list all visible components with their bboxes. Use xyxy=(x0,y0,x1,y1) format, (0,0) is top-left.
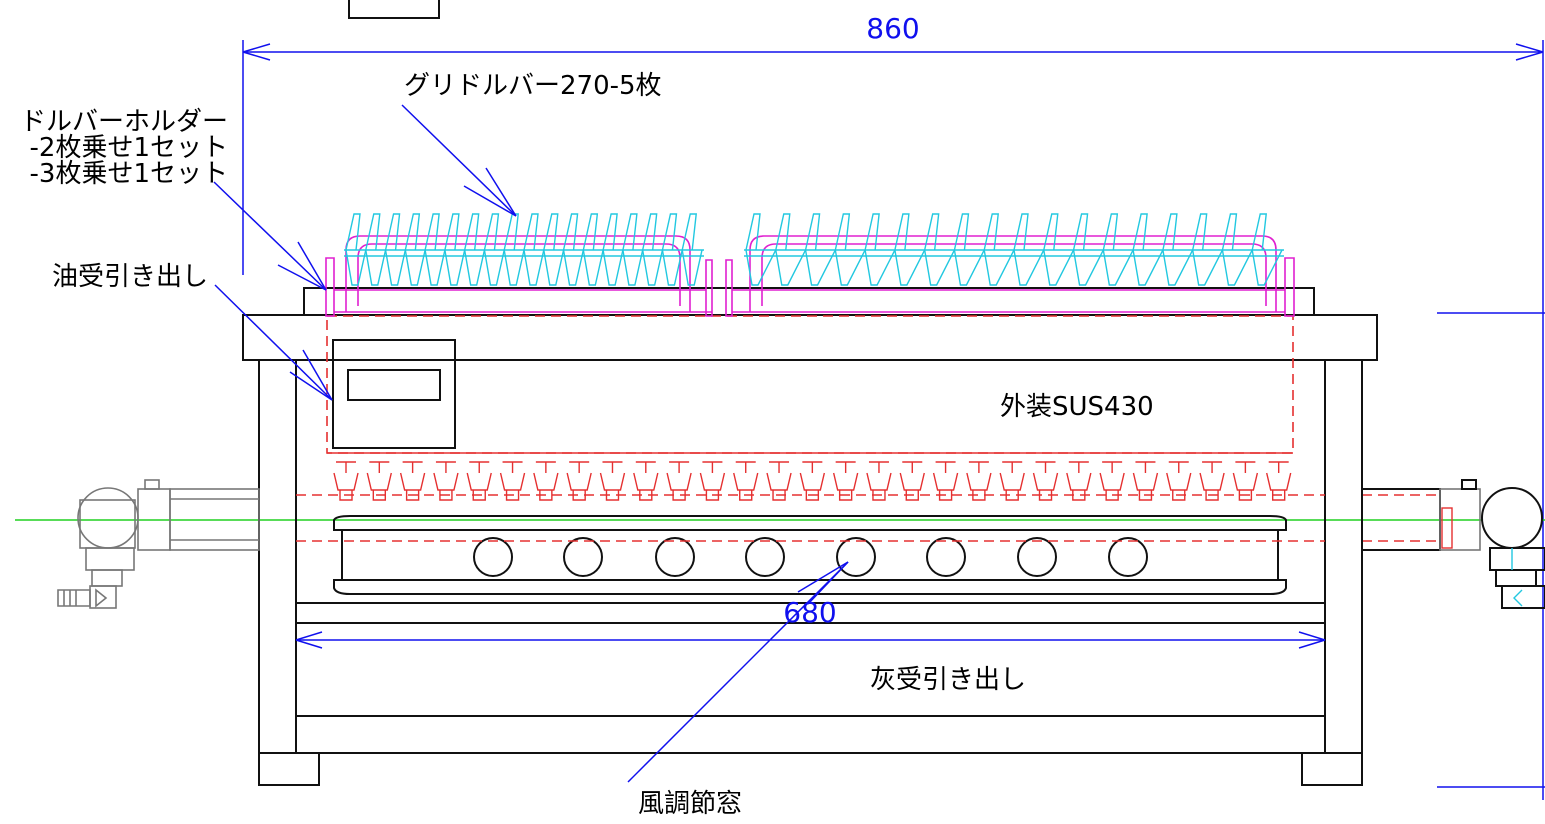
main-body xyxy=(242,287,1378,786)
griddle-bar-rail xyxy=(744,249,1284,257)
right-valve-assembly xyxy=(1361,479,1545,609)
grate-tick xyxy=(366,461,392,501)
grate-tick xyxy=(932,461,959,501)
grate-tick xyxy=(566,461,592,501)
griddle-tooth xyxy=(365,213,387,286)
griddle-tooth xyxy=(345,213,367,286)
griddle-tooth xyxy=(1191,213,1224,286)
griddle-tooth xyxy=(1102,213,1134,286)
griddle-tooth xyxy=(424,213,446,286)
griddle-tooth xyxy=(463,213,486,286)
griddle-holders xyxy=(325,235,1295,317)
griddle-bars xyxy=(344,213,1284,286)
griddle-tooth xyxy=(1072,213,1104,286)
grate-tick xyxy=(499,461,526,501)
air-windows xyxy=(473,537,1148,577)
label-air-window: 風調節窓 xyxy=(638,789,742,819)
griddle-tooth xyxy=(804,213,836,286)
griddle-tooth xyxy=(602,213,624,286)
griddle-tooth xyxy=(1162,213,1194,286)
griddle-tooth xyxy=(404,213,426,286)
griddle-tooth xyxy=(1132,213,1164,286)
griddle-tooth xyxy=(582,213,604,286)
grate-tick xyxy=(832,461,859,501)
leader-lines xyxy=(213,104,849,783)
griddle-tooth xyxy=(661,213,683,286)
grate-tick xyxy=(733,461,759,501)
grate-tick xyxy=(1132,461,1159,501)
griddle-tooth xyxy=(894,213,926,286)
grate-tick xyxy=(899,461,925,501)
griddle-tooth xyxy=(384,213,407,286)
grate-tick xyxy=(1066,461,1092,501)
griddle-tooth xyxy=(444,213,466,286)
grate-tick xyxy=(1199,461,1225,501)
grate-tick xyxy=(999,461,1025,501)
griddle-tooth xyxy=(864,213,896,286)
grate-tick xyxy=(333,461,359,501)
griddle-tooth xyxy=(1251,213,1283,286)
griddle-bar-rail xyxy=(344,249,704,257)
grate-tick xyxy=(1266,461,1292,501)
burner-tray xyxy=(333,515,1287,595)
grate-tick xyxy=(966,461,992,501)
grate-tick xyxy=(699,461,726,501)
griddle-tooth xyxy=(953,213,985,286)
label-holder-title: ドルバーホルダー xyxy=(20,107,228,137)
griddle-tooth xyxy=(523,213,545,286)
dimension-860-text: 860 xyxy=(866,12,919,45)
griddle-tooth xyxy=(983,213,1015,286)
grate-tick xyxy=(533,461,559,501)
grate-tick xyxy=(599,461,626,501)
left-valve-assembly xyxy=(57,479,260,609)
dimension-860: 860 xyxy=(242,12,1544,800)
grate-tick xyxy=(866,461,892,501)
griddle-tooth xyxy=(1221,213,1253,286)
dimension-680: 680 xyxy=(295,596,1326,649)
label-holder-line2: -2枚乗せ1セット xyxy=(30,133,228,163)
grate-tick xyxy=(799,461,826,501)
grate-tick xyxy=(1099,461,1125,501)
grate-tick xyxy=(1232,461,1259,501)
griddle-tooth xyxy=(641,213,664,286)
griddle-tooth xyxy=(745,213,777,286)
label-oil-tray: 油受引き出し xyxy=(52,262,208,292)
griddle-tooth xyxy=(1043,213,1075,286)
grate-tick xyxy=(1032,461,1059,501)
top-left-box xyxy=(348,0,440,19)
hidden-lines xyxy=(296,315,1440,542)
griddle-tooth xyxy=(622,213,644,286)
griddle-tooth xyxy=(923,213,956,286)
griddle-tooth xyxy=(562,213,585,286)
grate-tick xyxy=(399,461,426,501)
label-holder-line3: -3枚乗せ1セット xyxy=(30,159,228,189)
grate-tick xyxy=(1166,461,1192,501)
grate-tick xyxy=(633,461,659,501)
griddle-tooth xyxy=(681,213,703,286)
griddle-tooth xyxy=(483,213,505,286)
grate-tick xyxy=(766,461,792,501)
griddle-tooth xyxy=(1013,213,1045,286)
grate-tick xyxy=(666,461,692,501)
label-exterior: 外装SUS430 xyxy=(1000,392,1154,422)
label-ash-tray: 灰受引き出し xyxy=(870,665,1026,695)
griddle-tooth xyxy=(775,213,807,286)
grate-tick xyxy=(433,461,459,501)
griddle-tooth xyxy=(543,213,565,286)
label-griddle-bar: グリドルバー270-5枚 xyxy=(404,71,662,101)
griddle-tooth xyxy=(834,213,866,286)
grate-tick xyxy=(466,461,492,501)
